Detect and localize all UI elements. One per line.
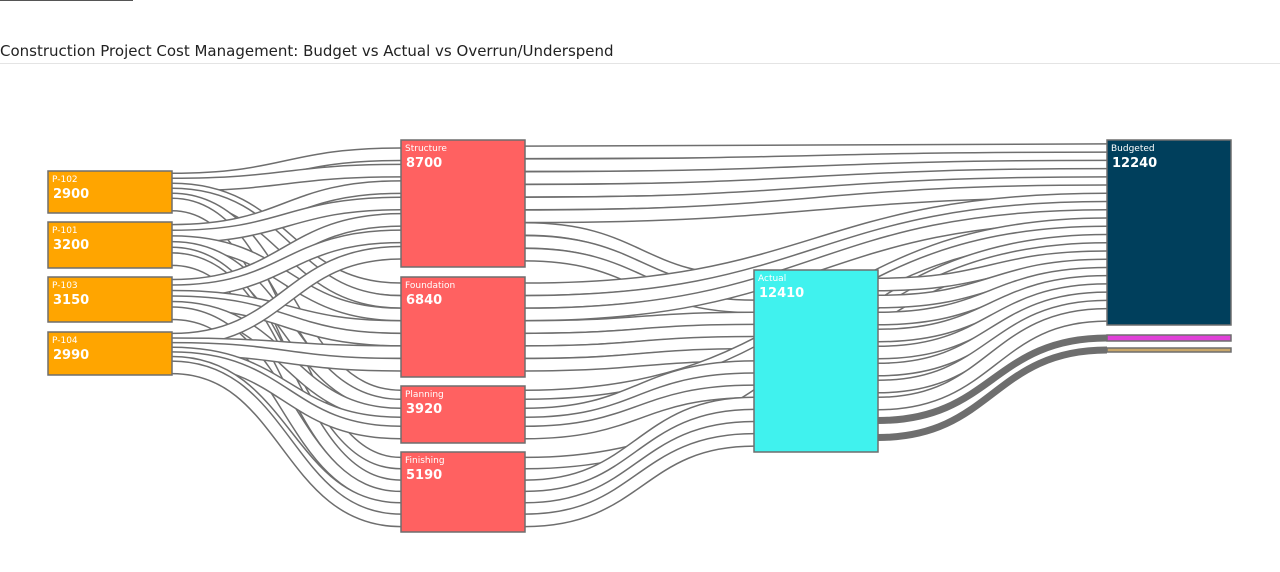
node-box xyxy=(1106,139,1232,326)
link-fill xyxy=(524,385,755,438)
link-actual-to-underspend xyxy=(877,346,1108,441)
link-fill xyxy=(877,309,1108,409)
link-actual-to-overrun xyxy=(877,334,1108,424)
node-finishing[interactable]: Finishing 5190 xyxy=(400,451,526,533)
node-structure[interactable]: Structure 8700 xyxy=(400,139,526,268)
link-fill xyxy=(524,210,1108,320)
node-value: 2990 xyxy=(53,348,89,363)
link-fill xyxy=(171,198,402,242)
link-fill xyxy=(524,169,1108,197)
link-fill xyxy=(524,177,1108,209)
node-value: 2900 xyxy=(53,187,89,202)
node-budgeted[interactable]: Budgeted 12240 xyxy=(1106,139,1232,326)
node-actual[interactable]: Actual 12410 xyxy=(753,269,879,453)
node-label: P-104 xyxy=(52,336,78,346)
node-label: Finishing xyxy=(405,456,445,466)
node-box xyxy=(400,139,526,268)
node-box xyxy=(47,221,173,269)
link-fill xyxy=(524,144,1108,158)
node-box xyxy=(400,276,526,378)
link-fill xyxy=(877,259,1108,307)
node-box xyxy=(47,331,173,376)
node-value: 3920 xyxy=(406,402,442,417)
link-fill xyxy=(524,434,755,526)
link-fill xyxy=(171,253,402,492)
node-p-103[interactable]: P-103 3150 xyxy=(47,276,173,323)
link-fill xyxy=(524,161,1108,184)
link-fill xyxy=(171,296,402,346)
node-label: Planning xyxy=(405,390,444,400)
node-label: P-103 xyxy=(52,281,78,291)
link-fill xyxy=(171,352,402,438)
link-fill xyxy=(524,152,1108,171)
node-label: P-101 xyxy=(52,226,78,236)
link-fill xyxy=(877,284,1108,358)
link-fill xyxy=(524,185,1108,222)
node-value: 5190 xyxy=(406,468,442,483)
node-box xyxy=(753,269,879,453)
link-fill xyxy=(524,361,755,420)
link-fill xyxy=(524,398,755,492)
node-label: Budgeted xyxy=(1111,144,1155,154)
node-p-102[interactable]: P-102 2900 xyxy=(47,170,173,214)
link-fill xyxy=(877,292,1108,375)
link-fill xyxy=(524,337,755,358)
link-fill xyxy=(524,373,755,429)
node-p-104[interactable]: P-104 2990 xyxy=(47,331,173,376)
node-label: Structure xyxy=(405,144,447,154)
link-fill xyxy=(171,307,402,504)
node-value: 6840 xyxy=(406,293,442,308)
node-value: 3150 xyxy=(53,293,89,308)
link-fill xyxy=(524,422,755,515)
node-planning[interactable]: Planning 3920 xyxy=(400,385,526,444)
node-underspend[interactable] xyxy=(1106,347,1232,353)
link-fill xyxy=(524,194,1108,295)
node-label: Foundation xyxy=(405,281,455,291)
link-fill xyxy=(524,325,755,346)
link-fill xyxy=(171,165,402,190)
node-box xyxy=(400,385,526,444)
link-fill xyxy=(171,247,402,346)
node-value: 12240 xyxy=(1112,156,1157,171)
link-fill xyxy=(877,268,1108,324)
node-value: 3200 xyxy=(53,238,89,253)
links-layer xyxy=(171,143,1108,528)
link-fill xyxy=(877,251,1108,290)
page-title: Construction Project Cost Management: Bu… xyxy=(0,42,614,60)
node-value: 8700 xyxy=(406,156,442,171)
node-foundation[interactable]: Foundation 6840 xyxy=(400,276,526,378)
node-value: 12410 xyxy=(759,286,804,301)
node-box xyxy=(1106,347,1232,353)
node-p-101[interactable]: P-101 3200 xyxy=(47,221,173,269)
link-fill xyxy=(877,276,1108,341)
link-fill xyxy=(524,202,1108,308)
node-box xyxy=(400,451,526,533)
link-fill xyxy=(524,410,755,504)
link-fill xyxy=(171,230,402,297)
title-divider xyxy=(0,63,1280,64)
node-label: P-102 xyxy=(52,175,78,185)
link-fill xyxy=(877,301,1108,392)
node-overrun[interactable] xyxy=(1106,334,1232,342)
top-divider xyxy=(0,0,133,1)
node-box xyxy=(1106,334,1232,342)
link-fill xyxy=(171,361,402,526)
link-fill xyxy=(524,313,755,333)
link-fill xyxy=(171,236,402,320)
node-box xyxy=(47,170,173,214)
node-box xyxy=(47,276,173,323)
node-label: Actual xyxy=(758,274,786,284)
